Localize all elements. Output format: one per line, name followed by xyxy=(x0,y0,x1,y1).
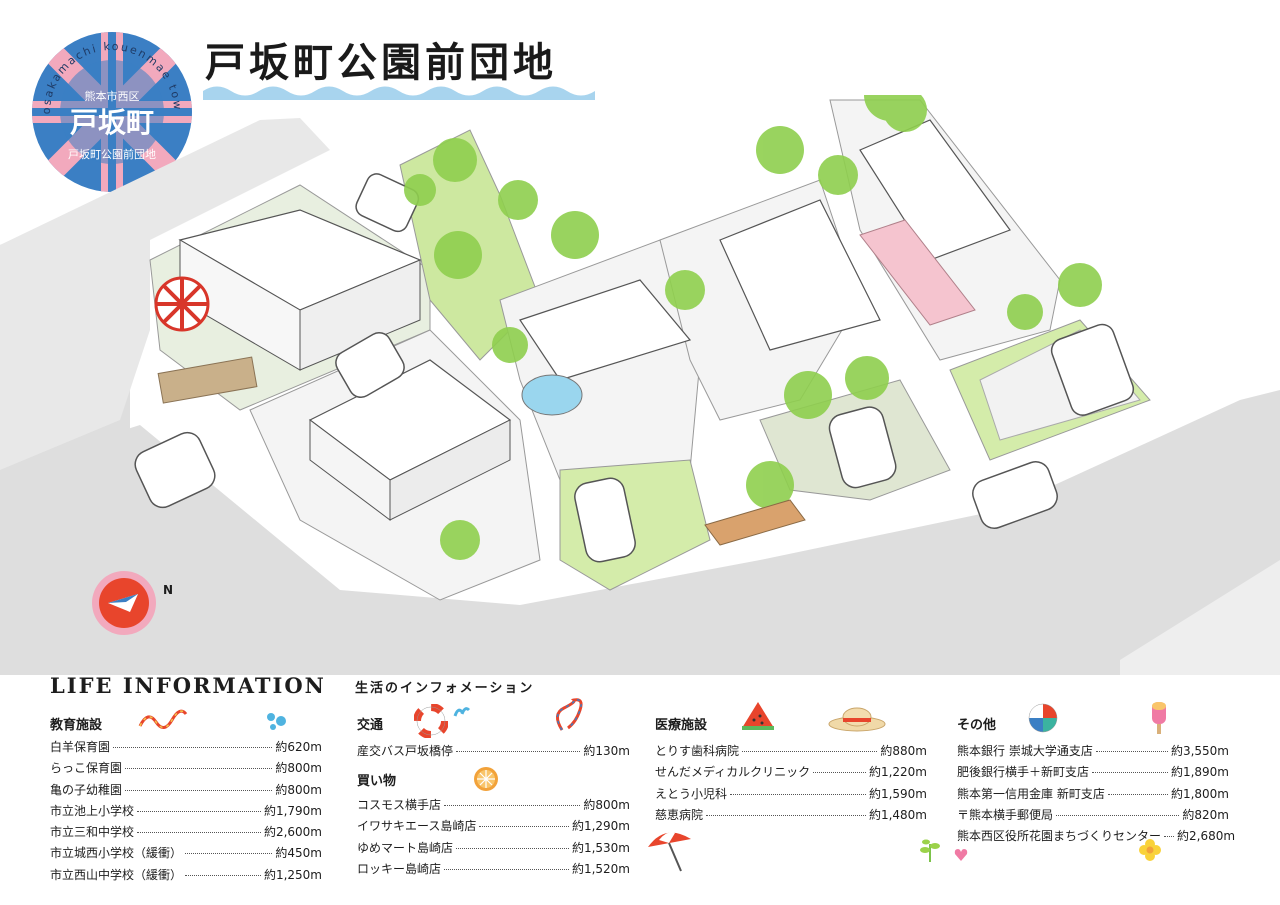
page-title: 戸坂町公園前団地 xyxy=(205,39,557,86)
life-info-title: LIFE INFORMATION xyxy=(50,673,326,698)
list-item: 〒熊本横手郵便局約820m xyxy=(957,807,1229,822)
ice-pop-icon xyxy=(1152,702,1166,734)
water-drops-icon xyxy=(267,713,286,730)
list-item: 熊本第一信用金庫 新町支店約1,800m xyxy=(957,786,1229,801)
list-item: とりす歯科病院約880m xyxy=(655,744,927,758)
car-2 xyxy=(335,331,405,399)
medical-list: とりす歯科病院約880m せんだメディカルクリニック約1,220m えとう小児科… xyxy=(655,741,927,826)
list-item: 市立城西小学校（緩衝）約450m xyxy=(50,846,322,861)
transport-list: 産交バス戸坂橋停約130m xyxy=(357,741,630,762)
car-1 xyxy=(134,431,216,509)
list-item: 熊本銀行 崇城大学通支店約3,550m xyxy=(957,744,1229,758)
car-3 xyxy=(355,173,420,233)
list-item: イワサキエース島崎店約1,290m xyxy=(357,819,630,834)
beach-ball-icon xyxy=(1028,703,1058,733)
list-item: らっこ保育園約800m xyxy=(50,761,322,776)
list-item: 市立池上小学校約1,790m xyxy=(50,803,322,818)
car-6 xyxy=(972,461,1058,529)
north-compass: N xyxy=(92,571,173,635)
compass-north-label: N xyxy=(163,583,173,597)
other-heading: その他 xyxy=(957,718,997,733)
list-item: コスモス横手店約800m xyxy=(357,798,630,812)
title-wave-underline xyxy=(203,86,595,100)
town-badge: tosakamachi kouenmae town 熊本市西区 戸坂町 戸坂町公… xyxy=(30,30,192,192)
water-splash-icon xyxy=(453,707,471,717)
list-item: ゆめマート島崎店約1,530m xyxy=(357,840,630,855)
shopping-heading: 買い物 xyxy=(357,774,397,789)
list-item: えとう小児科約1,590m xyxy=(655,786,927,801)
car-5 xyxy=(828,406,897,489)
list-item: 熊本西区役所花園まちづくりセンター約2,680m xyxy=(957,829,1236,844)
isometric-site-map xyxy=(0,95,1280,675)
kiddie-pool xyxy=(521,374,583,416)
list-item: 市立西山中学校（緩衝）約1,250m xyxy=(50,867,322,882)
straw-hat-icon xyxy=(828,707,886,732)
road-main xyxy=(0,390,1280,675)
jump-rope-icon xyxy=(556,698,583,731)
watermelon-icon xyxy=(742,702,774,730)
list-item: 白羊保育園約620m xyxy=(50,740,322,754)
badge-sub: 戸坂町公園前団地 xyxy=(68,147,156,161)
list-item: ロッキー島崎店約1,520m xyxy=(357,861,630,876)
list-item: 慈恵病院約1,480m xyxy=(655,807,927,822)
list-item: 産交バス戸坂橋停約130m xyxy=(357,744,630,758)
shopping-list: コスモス横手店約800m イワサキエース島崎店約1,290m ゆめマート島崎店約… xyxy=(357,795,630,880)
list-item: 市立三和中学校約2,600m xyxy=(50,825,322,840)
life-info-subtitle: 生活のインフォメーション xyxy=(355,681,535,696)
house-roof-4 xyxy=(719,199,881,351)
education-list: 白羊保育園約620m らっこ保育園約800m 亀の子幼稚園約800m 市立池上小… xyxy=(50,737,322,886)
car-4 xyxy=(574,477,636,563)
swim-ring-icon xyxy=(414,704,448,738)
trees xyxy=(404,95,1102,560)
jump-rope-icon xyxy=(138,709,188,729)
flower-icon xyxy=(1139,839,1161,861)
road-upper-left xyxy=(0,118,330,470)
heart-icon xyxy=(954,849,968,861)
transport-heading: 交通 xyxy=(357,718,384,733)
orange-slice-icon xyxy=(474,767,498,791)
leaf-sprout-icon xyxy=(920,839,940,862)
house-roof-3 xyxy=(519,279,692,381)
education-heading: 教育施設 xyxy=(50,718,103,733)
badge-name: 戸坂町 xyxy=(70,106,154,139)
medical-heading: 医療施設 xyxy=(655,718,708,733)
list-item: 亀の子幼稚園約800m xyxy=(50,782,322,797)
list-item: 肥後銀行横手＋新町支店約1,890m xyxy=(957,765,1229,780)
other-list: 熊本銀行 崇城大学通支店約3,550m 肥後銀行横手＋新町支店約1,890m 熊… xyxy=(957,741,1236,847)
car-7 xyxy=(1050,323,1135,416)
badge-district: 熊本市西区 xyxy=(85,89,140,103)
beach-umbrella-icon xyxy=(648,832,691,872)
list-item: せんだメディカルクリニック約1,220m xyxy=(655,765,927,780)
